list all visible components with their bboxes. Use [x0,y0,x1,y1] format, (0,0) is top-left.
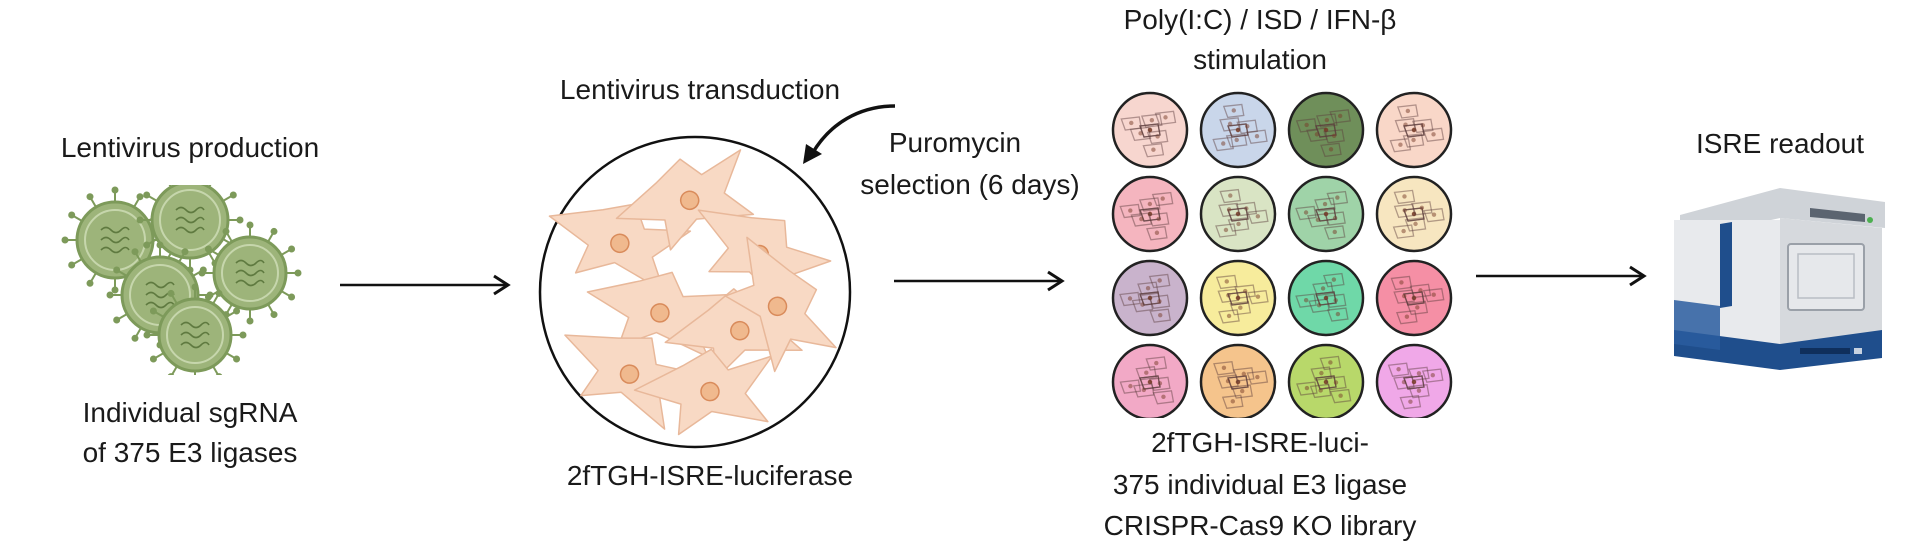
virus-particle-icon [198,221,302,325]
library-caption-line3: CRISPR-Cas9 KO library [1103,510,1417,541]
library-caption-line2: 375 individual E3 ligase [1112,469,1408,500]
knockout-well [1287,343,1365,418]
knockout-well [1287,91,1365,169]
selection-label-line2: selection (6 days) [860,169,1080,200]
cell-icon [633,348,773,436]
virus-particle-icon [61,186,169,294]
stimulation-title-line2: stimulation [1193,44,1327,75]
knockout-well [1199,91,1277,169]
knockout-well [1199,259,1277,337]
knockout-library-plate [1110,88,1460,418]
knockout-well [1111,343,1189,418]
readout-title: ISRE readout [1695,128,1865,159]
cell-icon [615,149,755,251]
arrow-transduction-to-library [892,266,1072,296]
knockout-well [1375,343,1453,418]
knockout-well [1111,259,1189,337]
stimulation-title-line1: Poly(I:C) / ISD / IFN-β [1123,4,1397,35]
transduction-caption: 2fTGH-ISRE-luciferase [566,460,854,491]
arrow-production-to-transduction [338,270,518,300]
selection-curved-arrow [800,98,910,168]
knockout-well [1199,175,1277,253]
knockout-well [1111,175,1189,253]
knockout-well [1375,175,1453,253]
knockout-well [1287,175,1365,253]
knockout-well [1111,91,1189,169]
cell-icon [548,203,692,293]
transduction-dish-graphic [535,132,855,452]
selection-label-line1: Puromycin [888,127,1022,158]
library-caption-line1: 2fTGH-ISRE-luci- [1151,427,1369,458]
virus-particle-icon [143,283,247,375]
plate-reader-instrument [1660,180,1890,370]
production-title: Lentivirus production [60,132,320,163]
knockout-well [1375,259,1453,337]
lentivirus-cluster-graphic [55,185,315,375]
production-caption-line2: of 375 E3 ligases [82,437,298,468]
knockout-well [1375,91,1453,169]
arrow-library-to-readout [1474,261,1654,291]
production-caption-line1: Individual sgRNA [82,397,298,428]
knockout-well [1199,343,1277,418]
knockout-well [1287,259,1365,337]
cell-icon [724,236,837,373]
transduction-title: Lentivirus transduction [559,74,841,105]
